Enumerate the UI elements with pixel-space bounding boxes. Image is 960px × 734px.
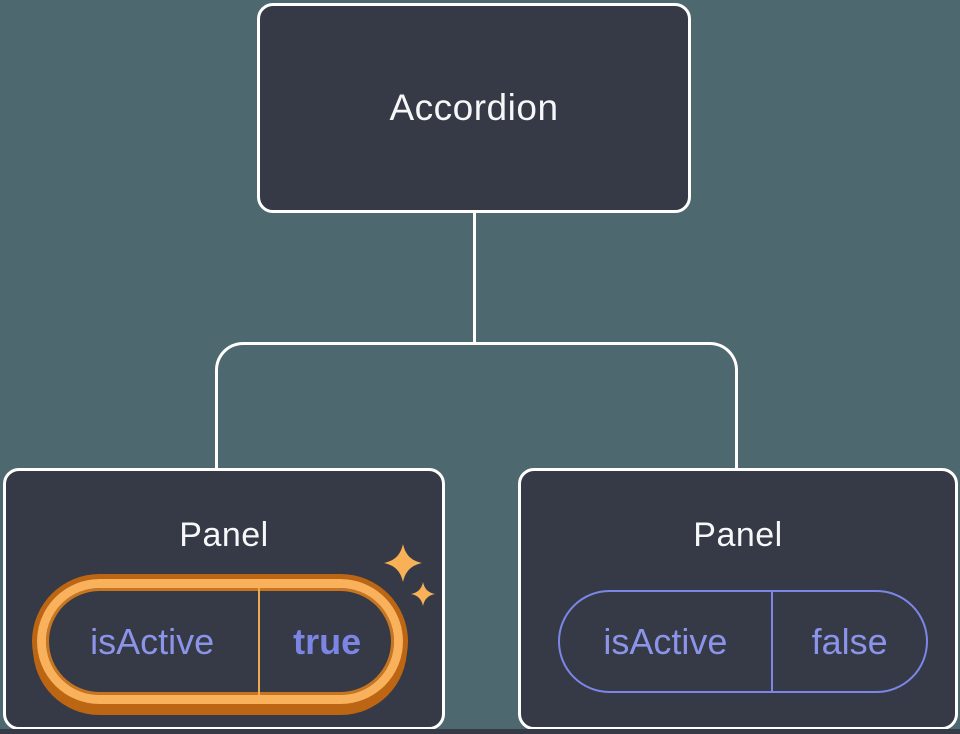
state-pill-inactive: isActive false — [558, 590, 928, 693]
panel-node-active: Panel isActive true — [3, 468, 445, 730]
bottom-edge-strip — [0, 729, 960, 734]
prop-value: true — [293, 620, 362, 662]
connector-root-vertical — [473, 211, 476, 345]
panel-label: Panel — [179, 516, 269, 554]
state-pill-active: isActive true — [37, 579, 403, 704]
accordion-node-label: Accordion — [389, 87, 559, 128]
sparkles-icon — [384, 544, 435, 606]
pill-divider — [258, 588, 261, 695]
prop-name: isActive — [603, 620, 728, 662]
panel-node-inactive: Panel isActive false — [518, 468, 958, 730]
connector-branch — [215, 342, 738, 470]
panel-label: Panel — [693, 516, 783, 554]
pill-divider — [770, 592, 774, 691]
prop-value: false — [811, 620, 888, 662]
prop-name: isActive — [90, 620, 215, 662]
accordion-node: Accordion — [257, 3, 691, 213]
